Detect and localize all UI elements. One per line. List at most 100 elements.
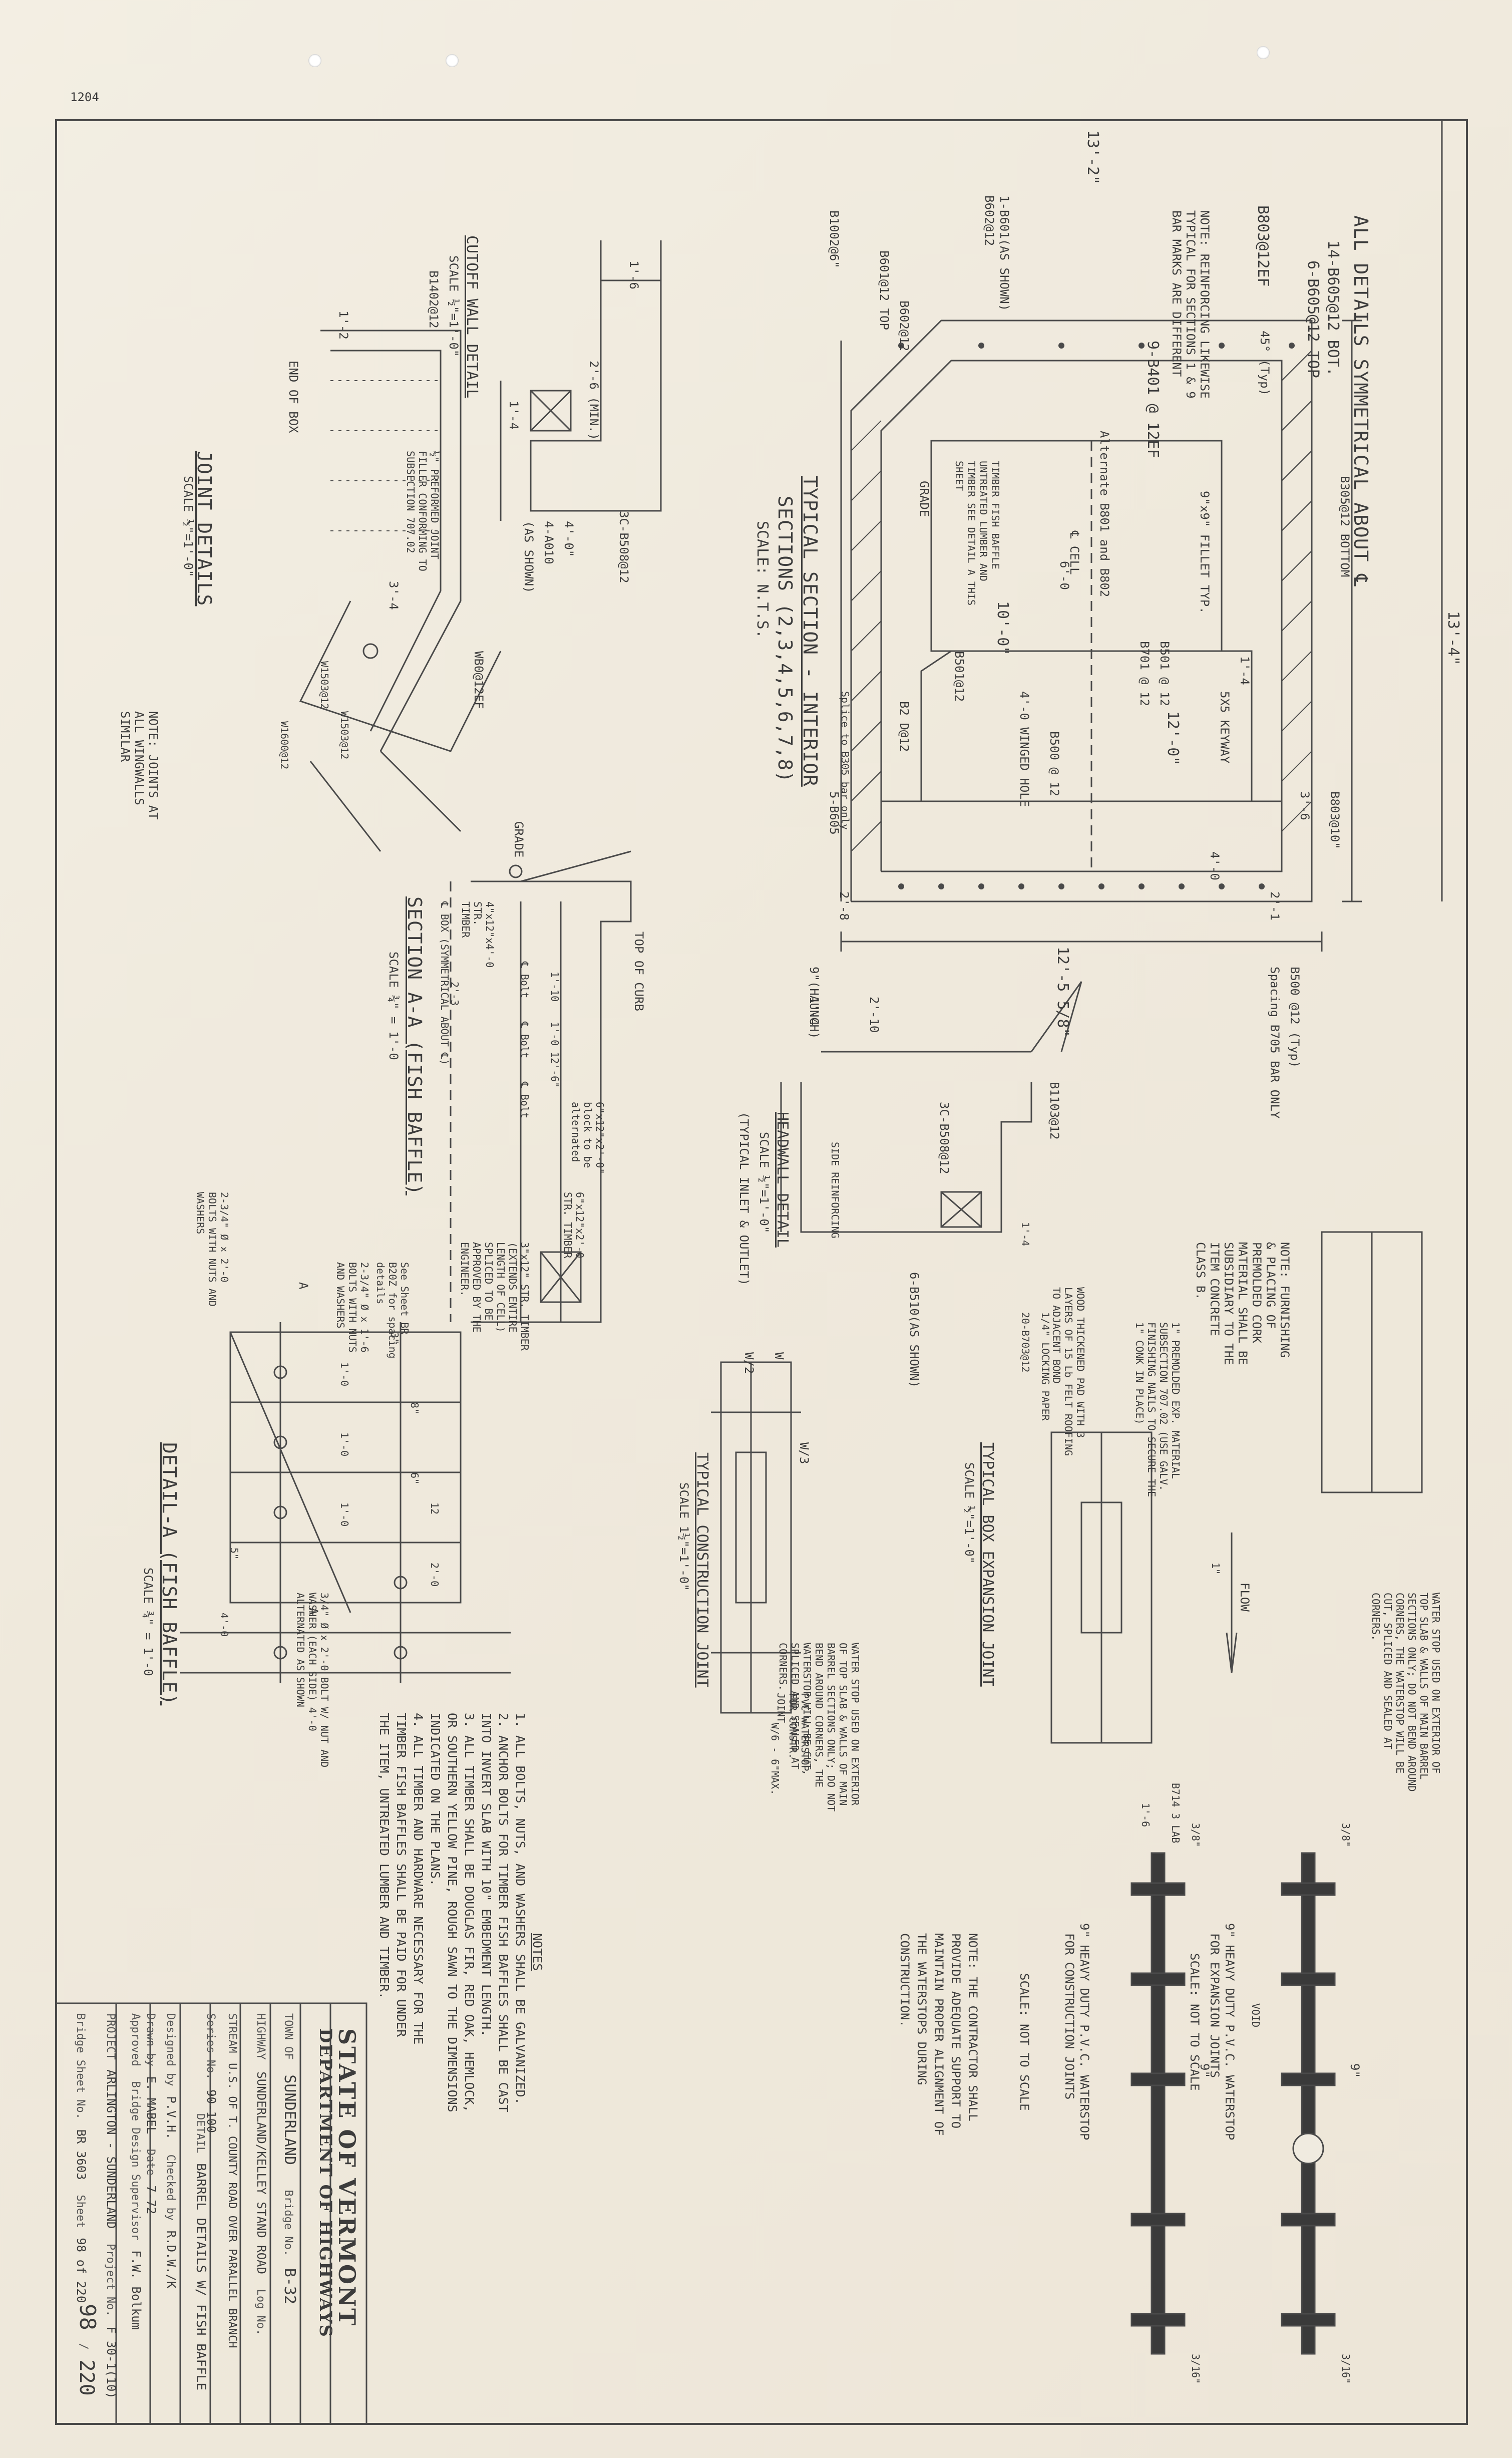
joint-label: W1503@12: [338, 711, 350, 760]
note-line: 1. ALL BOLTS, NUTS, AND WASHERS SHALL BE…: [513, 1713, 528, 2105]
cj-label: WATER STOP USED ON EXTERIOR OF TOP SLAB …: [777, 1643, 861, 1812]
bar-label: B803@10": [1328, 791, 1342, 849]
tb-row: PROJECT ARLINGTON - SUNDERLAND Project N…: [104, 2013, 118, 2399]
cutoff-dim: 1'-4: [507, 401, 521, 430]
title-block-dept: DEPARTMENT OF HIGHWAYS: [315, 2028, 335, 2338]
expansion-joint-title: TYPICAL BOX EXPANSION JOINT: [979, 1442, 996, 1687]
reinforcing-note: NOTE: REINFORCING LIKEWISE TYPICAL FOR S…: [1170, 210, 1212, 399]
sheet-border: [55, 119, 1468, 2425]
ws-upper-dim: 3/8": [1340, 1823, 1352, 1848]
dim-2-1: 2'-1: [1268, 891, 1282, 920]
tb-row: DETAIL BARREL DETAILS W/ FISH BAFFLE: [193, 2113, 208, 2391]
da-label: See Sheet BR B20Z for spacing details: [374, 1262, 411, 1359]
aa-label: GRADE: [512, 821, 526, 858]
aa-label: 6"x12"x2'-0" block to be alternated: [570, 1102, 606, 1174]
ej-waterstop-note: WATER STOP USED ON EXTERIOR OF TOP SLAB …: [1370, 1593, 1442, 1792]
notes-block: NOTES 1. ALL BOLTS, NUTS, AND WASHERS SH…: [375, 1713, 546, 2112]
dim-12-5: 12'-5 5/8": [1054, 947, 1071, 1037]
cutoff-dim: (AS SHOWN): [522, 521, 536, 593]
da-label: 1'-0: [338, 1502, 350, 1527]
joint-label: ½" PREFORMED JOINT FILLER CONFORMING TO …: [405, 451, 441, 571]
detail-a-scale: SCALE ¾" = 1'-0: [141, 1568, 155, 1676]
cj-label: W/2: [742, 1352, 756, 1374]
da-label: 6": [409, 1472, 421, 1485]
construction-joint-title: TYPICAL CONSTRUCTION JOINT: [693, 1452, 711, 1688]
ws-lower-dim: 3/16": [1190, 2354, 1202, 2384]
ej-label: 1": [1210, 1563, 1222, 1575]
note-line: INTO INVERT SLAB WITH 10" EMBEDMENT LENG…: [479, 1713, 494, 2037]
headwall-label: B1103@12: [1047, 1082, 1061, 1140]
cutoff-wall-drawing: [500, 240, 662, 521]
bar-label: B602@12: [897, 300, 911, 352]
da-label: 2-3/4" Ø x 2'-0 BOLTS WITH NUTS AND WASH…: [194, 1192, 230, 1307]
ws-upper-dim: VOID: [1250, 2003, 1262, 2028]
da-label: 5": [228, 1548, 240, 1560]
dim-13-4: 13'-4": [1444, 611, 1462, 666]
ws-lower-sub: FOR CONSTRUCTION JOINTS: [1062, 1933, 1076, 2100]
typical-section-sub: SECTIONS (2,3,4,5,6,7,8): [774, 496, 796, 783]
misc-label: 5-B605: [827, 791, 841, 835]
cj-label: W/3: [797, 1442, 811, 1464]
joint-note: NOTE: JOINTS AT ALL WINGWALLS SIMILAR: [118, 711, 160, 820]
da-label: 2'-0: [429, 1563, 441, 1587]
misc-label: Alternate B801 and B802: [1097, 431, 1111, 597]
cutoff-wall-title: CUTOFF WALL DETAIL: [463, 235, 481, 399]
dim-12-0: 12'-0": [1164, 711, 1182, 766]
bar-label: Spacing B705 BAR ONLY: [1268, 967, 1282, 1119]
section-aa-scale: SCALE ¾" = 1'-0: [387, 952, 401, 1060]
bar-label: B602@12: [982, 195, 996, 246]
joint-label: 1'-2: [336, 311, 350, 340]
da-label: 4'-0: [218, 1613, 230, 1637]
ws-lower-dim: 3/8": [1190, 1823, 1202, 1848]
dim-1-4: 1'-4: [1238, 656, 1252, 685]
typical-section-title: TYPICAL SECTION - INTERIOR: [799, 476, 821, 787]
sheet-number: 98 / 220: [75, 2304, 100, 2396]
joint-label: END OF BOX: [286, 361, 300, 433]
bar-label: 14-B605@12 BOT.: [1324, 240, 1342, 376]
tb-row: TOWN OF SUNDERLAND Bridge No. B-32: [281, 2013, 298, 2304]
dim-4-0: 4'-0: [1208, 851, 1222, 880]
cutoff-wall-scale: SCALE ½"=1'-0": [447, 255, 461, 357]
misc-label: B2 D@12: [897, 701, 911, 752]
da-label: 2-3/4" Ø x 1'-6 BOLTS WITH NUTS AND WASH…: [334, 1262, 370, 1353]
note-line: 4. ALL TIMBER AND HARDWARE NECESSARY FOR…: [411, 1713, 426, 2045]
headwall-sub: (TYPICAL INLET & OUTLET): [737, 1112, 751, 1286]
note-line: OR SOUTHERN YELLOW PINE, ROUGH SAWN TO T…: [445, 1713, 460, 2112]
dim-13-2: 13'-2": [1084, 130, 1101, 185]
bar-label: 9-B401 @ 12EF: [1144, 341, 1162, 458]
tb-row: Designed by P.V.H. Checked by R.D.W./K: [164, 2013, 178, 2289]
misc-label: B501@12: [952, 651, 966, 702]
misc-label: 4'-0 WINGED HOLE: [1017, 691, 1031, 807]
ws-lower-scale: SCALE: NOT TO SCALE: [1017, 1973, 1031, 2111]
aa-label: 1'-0: [549, 1022, 561, 1046]
typical-section-scale: SCALE: N.T.S.: [753, 521, 771, 639]
da-label: 12: [429, 1502, 441, 1515]
cutoff-dim: 4'-0": [562, 521, 576, 557]
misc-label: 45° (Typ): [1258, 331, 1272, 396]
bar-label: 1-B601(AS SHOWN): [997, 195, 1011, 312]
ej-label: B714 3 LAB: [1170, 1783, 1182, 1843]
joint-label: W1600@12: [278, 721, 290, 770]
da-label: 1'-0: [338, 1432, 350, 1457]
ej-label: WOOD THICKENED PAD WITH 3 LAYERS OF 15 L…: [1050, 1287, 1086, 1456]
misc-label: TIMBER FISH BAFFLE UNTREATED LUMBER AND …: [953, 461, 1001, 605]
aa-label: TOP OF CURB: [632, 932, 646, 1011]
aa-label: 3"x12" STR. TIMBER (EXTENDS ENTIRE LENGT…: [459, 1242, 531, 1351]
joint-label: W1503@12: [318, 661, 330, 710]
symmetry-title: ALL DETAILS SYMMETRICAL ABOUT ℄: [1350, 215, 1372, 587]
da-label: A: [296, 1282, 310, 1290]
punch-hole: [446, 54, 459, 67]
note-line: INDICATED ON THE PLANS.: [428, 1713, 443, 1887]
note-line: THE ITEM, UNTREATED LUMBER AND TIMBER.: [377, 1713, 392, 1999]
dim-3-6: 3'-6: [1298, 791, 1312, 820]
ej-label: FLOW: [1238, 1583, 1252, 1612]
ej-label: 1'-6: [1140, 1803, 1152, 1827]
headwall-label: 2'-10: [867, 997, 881, 1033]
aa-label: ℄ Bolt: [519, 1082, 531, 1119]
title-block-state: STATE OF VERMONT: [333, 2028, 360, 2327]
bar-label: B500 @12 (Typ): [1288, 967, 1302, 1068]
bar-label: B501 @ 12: [1158, 641, 1172, 707]
joint-label: B1402@12: [427, 270, 441, 329]
bar-label: 6-B605@12 TOP: [1304, 260, 1322, 378]
detail-a-title: DETAIL-A (FISH BAFFLE): [158, 1442, 180, 1706]
